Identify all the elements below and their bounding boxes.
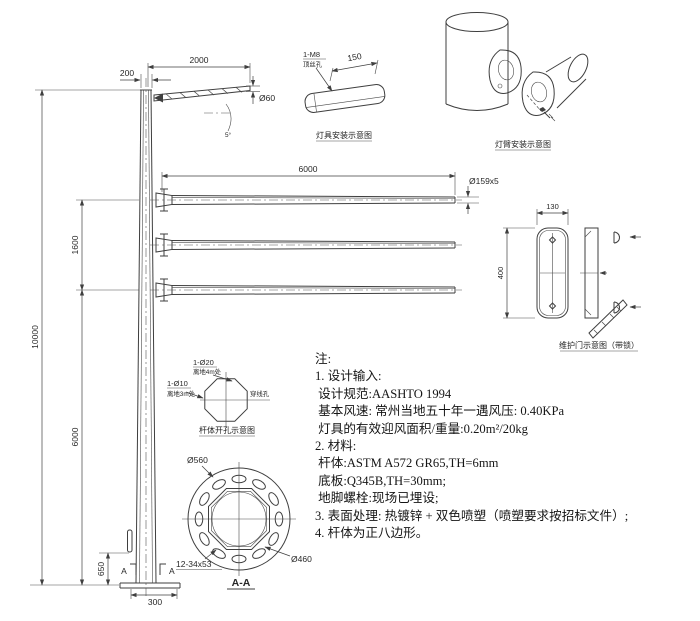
detail-door: 130 400 <box>496 202 641 352</box>
note-line: 灯具的有效迎风面积/重量:0.20m²/20kg <box>315 421 528 436</box>
section-marker-left-label: A <box>121 566 127 576</box>
slot-holes-callout: 12-34x53 <box>176 549 222 570</box>
pole-elevation: 5° 200 2000 Ø60 <box>30 55 499 607</box>
dim-400: 400 <box>496 227 535 319</box>
section-marker-left: A <box>121 563 137 576</box>
lamp-detail-caption: 灯具安装示意图 <box>316 130 372 140</box>
door-lock-bar <box>588 231 641 339</box>
door-side-view <box>580 227 607 319</box>
dim-6000-lower: 6000 <box>70 289 85 586</box>
label-hole-side: 1-Ø10 离地3m处 <box>167 379 204 399</box>
anchor-slots <box>194 474 284 564</box>
m8-label: 1-M8 <box>303 50 320 59</box>
tilt-angle-symbol: 5° <box>204 103 232 139</box>
dim-200-label: 200 <box>120 68 134 78</box>
signal-arm-2 <box>150 233 462 257</box>
note-line: 地脚螺栓:现场已埋设; <box>315 491 439 506</box>
pole-flange-lug <box>488 49 522 94</box>
note-line: 注: <box>315 352 332 366</box>
dim-6000-arm-label: 6000 <box>299 164 318 174</box>
dim-1600-label: 1600 <box>70 235 80 254</box>
slot-holes-label: 12-34x53 <box>176 559 212 569</box>
detail-arm-connection: 灯臂安装示意图 <box>445 12 589 151</box>
note-line: 2. 材料: <box>315 439 357 454</box>
pole-shaft <box>127 78 157 596</box>
section-label: A-A <box>232 577 251 589</box>
dim-1600: 1600 <box>70 199 139 291</box>
door-detail-caption: 维护门示意图（带锁） <box>559 340 639 350</box>
note-line: 底板:Q345B,TH=30mm; <box>315 473 446 488</box>
dim-60-label: Ø60 <box>259 93 275 103</box>
dim-300-label: 300 <box>148 597 162 607</box>
dim-6000-arm: 6000 <box>161 164 456 195</box>
hole-top-sub-label: 离地4m处 <box>193 367 222 376</box>
note-line: 1. 设计输入: <box>315 369 382 384</box>
notes-block: 注: 1. 设计输入: 设计规范:AASHTO 1994 基本风速: 常州当地五… <box>315 351 699 542</box>
dim-2000: 2000 <box>147 55 251 87</box>
top-lamp-arm <box>153 85 251 103</box>
note-line: 基本风速: 常州当地五十年一遇风压: 0.40KPa <box>315 404 565 419</box>
dim-159-label: Ø159x5 <box>469 176 499 186</box>
dim-650: 650 <box>96 552 129 586</box>
dim-6000-lower-label: 6000 <box>70 427 80 446</box>
dim-650-label: 650 <box>96 562 106 576</box>
arm-flange-lug <box>521 71 555 116</box>
signal-arm-3 <box>150 278 462 302</box>
note-line: 杆体:ASTM A572 GR65,TH=6mm <box>315 456 499 471</box>
dim-560-label: Ø560 <box>187 455 208 465</box>
dim-400-label: 400 <box>496 267 505 280</box>
pole-base-plate <box>30 582 181 589</box>
m8-sub-label: 顶丝孔 <box>303 60 323 69</box>
dim-150: 150 <box>329 51 379 82</box>
tilt-angle-label: 5° <box>225 131 232 139</box>
hole-side-sub-label: 离地3m处 <box>167 389 196 398</box>
dim-10000-label: 10000 <box>30 325 40 349</box>
detail-base-plate-section: Ø560 Ø460 A-A <box>182 455 312 590</box>
label-hole-top: 1-Ø20 离地4m处 <box>193 358 233 382</box>
dim-560: Ø560 <box>187 455 214 478</box>
note-line: 4. 杆体为正八边形。 <box>315 526 429 541</box>
dim-200: 200 <box>120 68 171 88</box>
signal-arm-1 <box>150 188 462 212</box>
detail-lamp-spigot: 1-M8 顶丝孔 150 灯具安装示意图 <box>303 50 386 142</box>
section-marker-right: A <box>159 563 175 576</box>
dim-460: Ø460 <box>264 546 312 564</box>
wire-hole-label: 穿线孔 <box>250 389 270 398</box>
connection-bolt <box>526 94 556 122</box>
hole-top-label: 1-Ø20 <box>193 358 214 367</box>
label-m8: 1-M8 顶丝孔 <box>303 50 333 92</box>
dim-2000-label: 2000 <box>190 55 209 65</box>
note-line: 3. 表面处理: 热镀锌 + 双色喷塑（喷塑要求按招标文件）; <box>315 508 629 523</box>
dim-10000: 10000 <box>30 89 140 586</box>
dim-130: 130 <box>536 202 569 225</box>
maintenance-door-marker <box>127 529 133 553</box>
dim-60: Ø60 <box>246 76 275 104</box>
dim-159: Ø159x5 <box>457 176 499 214</box>
dim-130-label: 130 <box>546 202 559 211</box>
dim-460-label: Ø460 <box>291 554 312 564</box>
arm-detail-caption: 灯臂安装示意图 <box>495 139 551 149</box>
dim-300: 300 <box>130 589 178 607</box>
hole-side-label: 1-Ø10 <box>167 379 188 388</box>
pole-holes-caption: 杆体开孔示意图 <box>199 425 255 435</box>
note-line: 设计规范:AASHTO 1994 <box>315 386 452 401</box>
detail-pole-holes: 1-Ø20 离地4m处 1-Ø10 离地3m处 穿线孔 杆体开孔示意图 <box>167 358 270 437</box>
dim-150-label: 150 <box>347 51 363 63</box>
door-front-view <box>536 227 569 319</box>
section-marker-right-label: A <box>169 566 175 576</box>
